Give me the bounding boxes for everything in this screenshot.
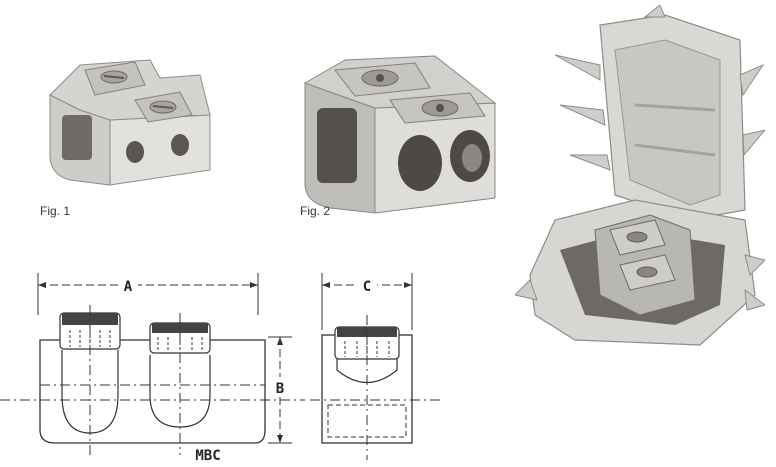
- side-view-drawing: A B MBC: [0, 255, 305, 465]
- fig2-caption: Fig. 2: [300, 204, 331, 218]
- fig2-connector-photo: [295, 48, 505, 223]
- dimension-b-label: B: [276, 381, 284, 397]
- insulated-housing-photo: [515, 5, 765, 350]
- fig1-caption: Fig. 1: [40, 204, 71, 218]
- dimension-c-label: C: [363, 279, 371, 295]
- end-view-drawing: C: [310, 255, 440, 465]
- fig1-connector-photo: [40, 40, 230, 200]
- dimension-a-label: A: [124, 279, 133, 295]
- part-mark-label: MBC: [195, 448, 220, 464]
